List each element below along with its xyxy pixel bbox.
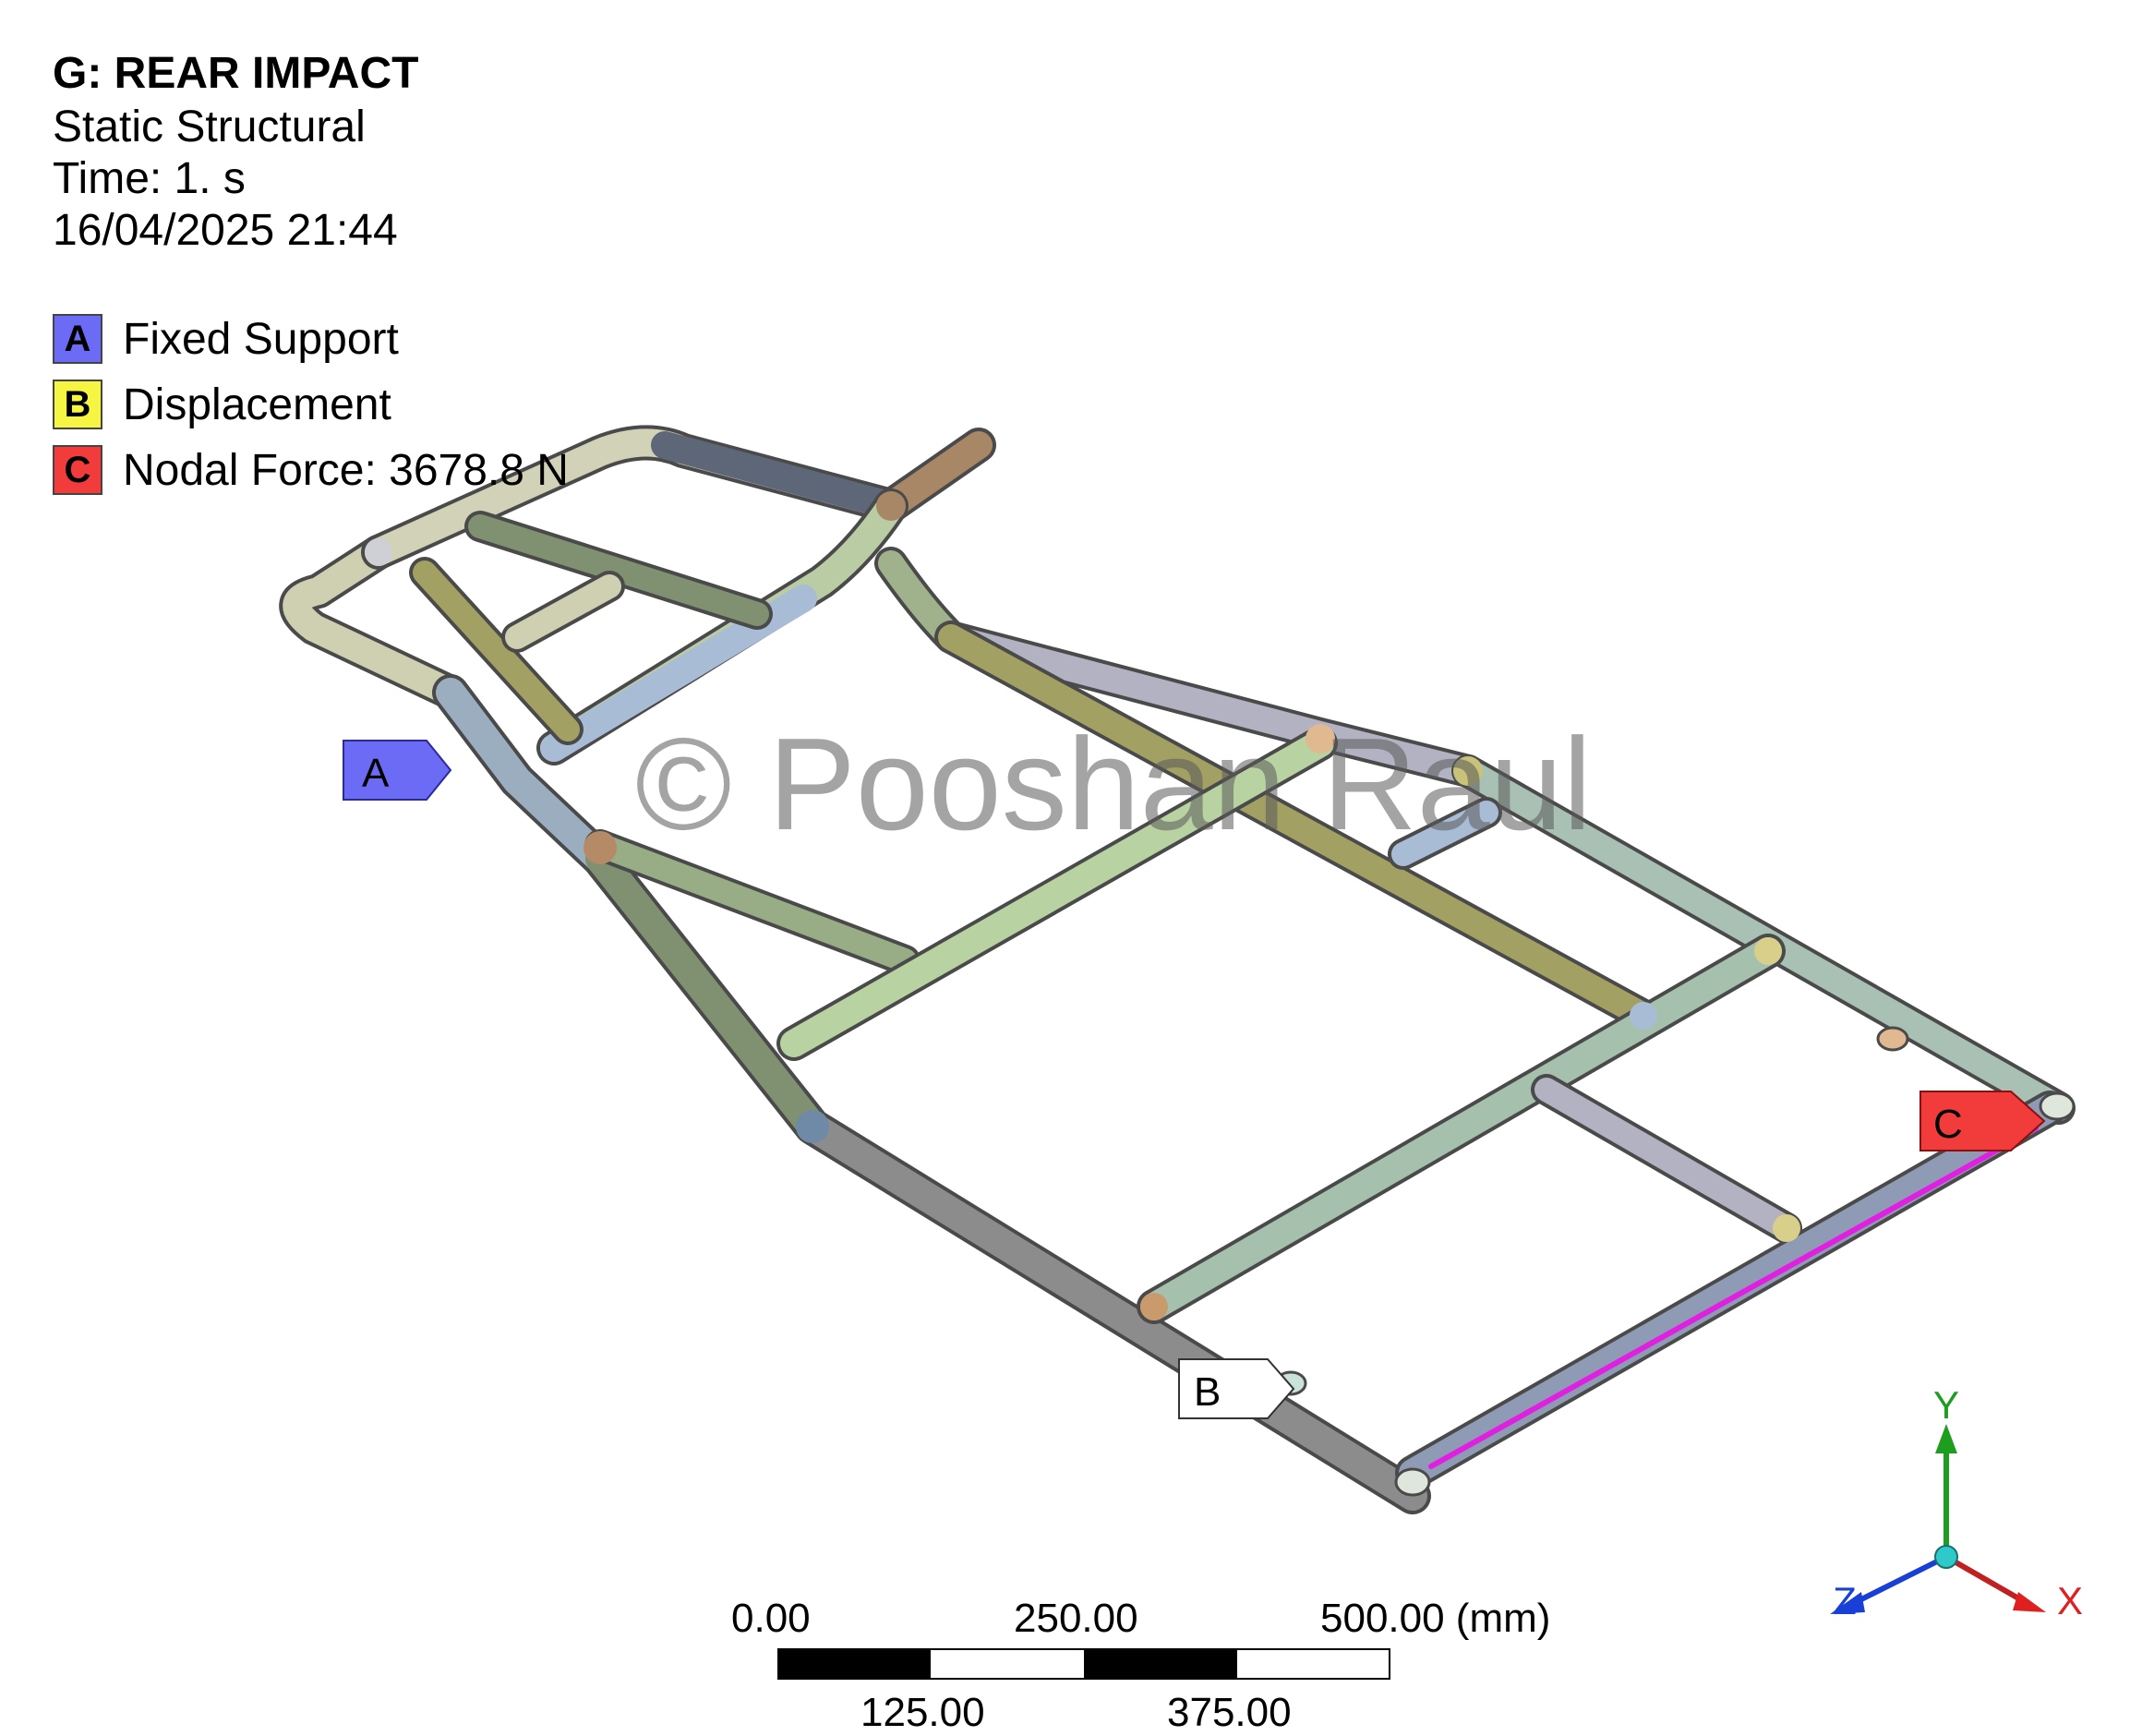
- legend-item-displacement[interactable]: B Displacement: [53, 380, 391, 429]
- marker-c-label: C: [1933, 1102, 1963, 1147]
- marker-a-label: A: [362, 751, 390, 796]
- scale-label-250: 250.00: [1014, 1596, 1138, 1641]
- marker-b-label: B: [1194, 1369, 1221, 1415]
- legend-item-nodal-force[interactable]: C Nodal Force: 3678.8 N: [53, 445, 569, 495]
- analysis-timestamp: 16/04/2025 21:44: [53, 206, 398, 255]
- legend-swatch-c: C: [53, 445, 102, 495]
- x-axis-arrow-icon: [2013, 1592, 2046, 1612]
- marker-c-nodal-force[interactable]: C: [1919, 1090, 2048, 1163]
- analysis-type: Static Structural: [53, 102, 366, 151]
- marker-b-displacement[interactable]: B: [1177, 1357, 1297, 1431]
- scale-label-125: 125.00: [860, 1690, 985, 1735]
- coordinate-triad[interactable]: Y X Z: [1810, 1376, 2087, 1644]
- scale-label-0: 0.00: [731, 1596, 811, 1641]
- z-axis-label: Z: [1833, 1579, 1857, 1622]
- scale-label-375: 375.00: [1167, 1690, 1292, 1735]
- y-axis-arrow-icon: [1935, 1424, 1957, 1453]
- triad-origin-icon: [1934, 1545, 1958, 1569]
- marker-a-fixed-support[interactable]: A: [342, 739, 452, 813]
- analysis-title: G: REAR IMPACT: [53, 49, 419, 98]
- y-axis-label: Y: [1933, 1383, 1959, 1427]
- scale-bar: [777, 1648, 1390, 1680]
- legend-swatch-a: A: [53, 314, 102, 364]
- legend-label-c: Nodal Force: 3678.8 N: [123, 445, 569, 495]
- legend-label-a: Fixed Support: [123, 314, 399, 364]
- scale-bar-segment: [1084, 1648, 1237, 1680]
- watermark-text: © Pooshan Raul: [635, 711, 1593, 858]
- analysis-time: Time: 1. s: [53, 154, 246, 203]
- scale-label-500: 500.00 (mm): [1320, 1596, 1551, 1641]
- force-edge-highlight: [1428, 1126, 2039, 1469]
- x-axis-label: X: [2057, 1579, 2083, 1622]
- legend-swatch-b: B: [53, 380, 102, 429]
- scale-bar-segment: [777, 1648, 931, 1680]
- z-axis-arrow-icon: [1830, 1592, 1865, 1614]
- legend-item-fixed-support[interactable]: A Fixed Support: [53, 314, 399, 364]
- legend-label-b: Displacement: [123, 380, 391, 429]
